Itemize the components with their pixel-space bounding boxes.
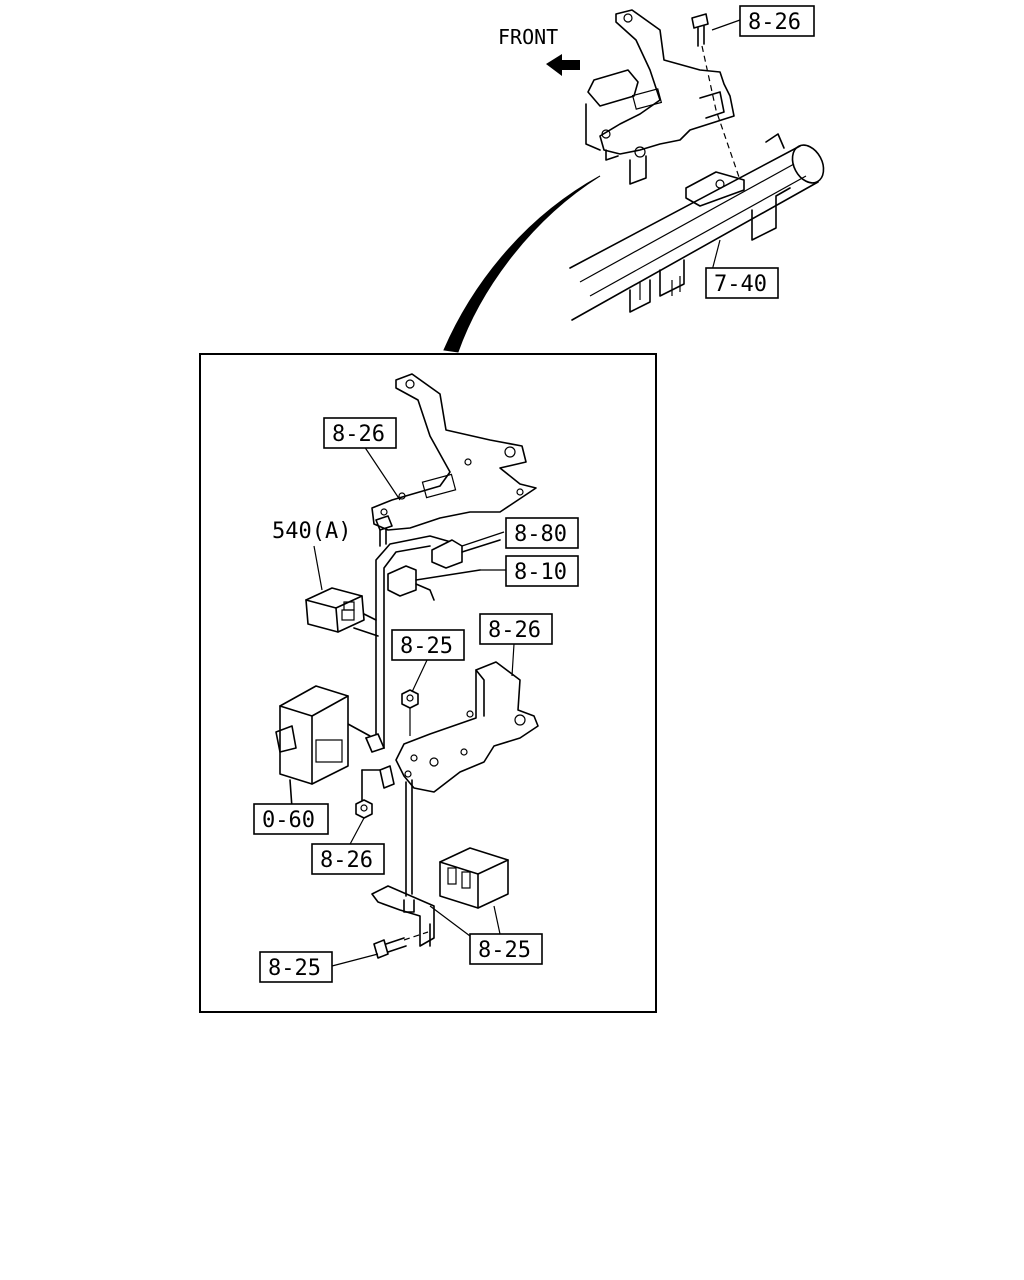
svg-text:8-26: 8-26 [748,10,801,35]
callout-relay-box: 8-25 [469,933,543,965]
crossmember-tube [569,133,825,321]
top-bracket [585,9,741,185]
svg-text:8-10: 8-10 [514,560,567,585]
callout-module-540a: 540(A) [272,519,351,544]
module-540a [305,587,365,633]
callout-top-bolt: 8-26 [739,5,815,37]
top-assembly: FRONT [443,9,825,353]
module-060 [275,685,349,809]
detail-connector-swoosh [443,175,601,353]
detail-frame [199,353,657,1013]
callout-connector-a: 8-80 [505,517,579,549]
front-label: FRONT [498,25,558,49]
callout-module-060: 0-60 [253,803,329,835]
base-bracket [371,885,435,959]
leader-lines [313,19,741,967]
detail-parts [275,373,539,959]
detail-upper-bracket [371,373,537,547]
callout-bracket-lower: 8-26 [479,613,553,645]
svg-text:8-25: 8-25 [268,956,321,981]
nut-lower [355,799,373,819]
svg-text:8-26: 8-26 [332,422,385,447]
svg-text:0-60: 0-60 [262,808,315,833]
stud [405,779,413,897]
svg-text:540(A): 540(A) [272,519,351,544]
svg-text:8-25: 8-25 [478,938,531,963]
callout-nut-upper: 8-25 [391,629,465,661]
svg-text:8-80: 8-80 [514,522,567,547]
svg-text:7-40: 7-40 [714,272,767,297]
callout-bolt-lower: 8-25 [259,951,333,983]
svg-text:8-25: 8-25 [400,634,453,659]
callout-connector-b: 8-10 [505,555,579,587]
callout-bracket-upper: 8-26 [323,417,397,449]
svg-text:8-26: 8-26 [320,848,373,873]
callout-crossmember: 7-40 [705,267,779,299]
wiring-harness [347,535,501,749]
callout-nut-lower: 8-26 [311,843,385,875]
svg-text:8-26: 8-26 [488,618,541,643]
detail-lower-bracket [361,661,539,801]
relay-box [439,847,509,909]
front-arrow-icon [546,54,580,76]
